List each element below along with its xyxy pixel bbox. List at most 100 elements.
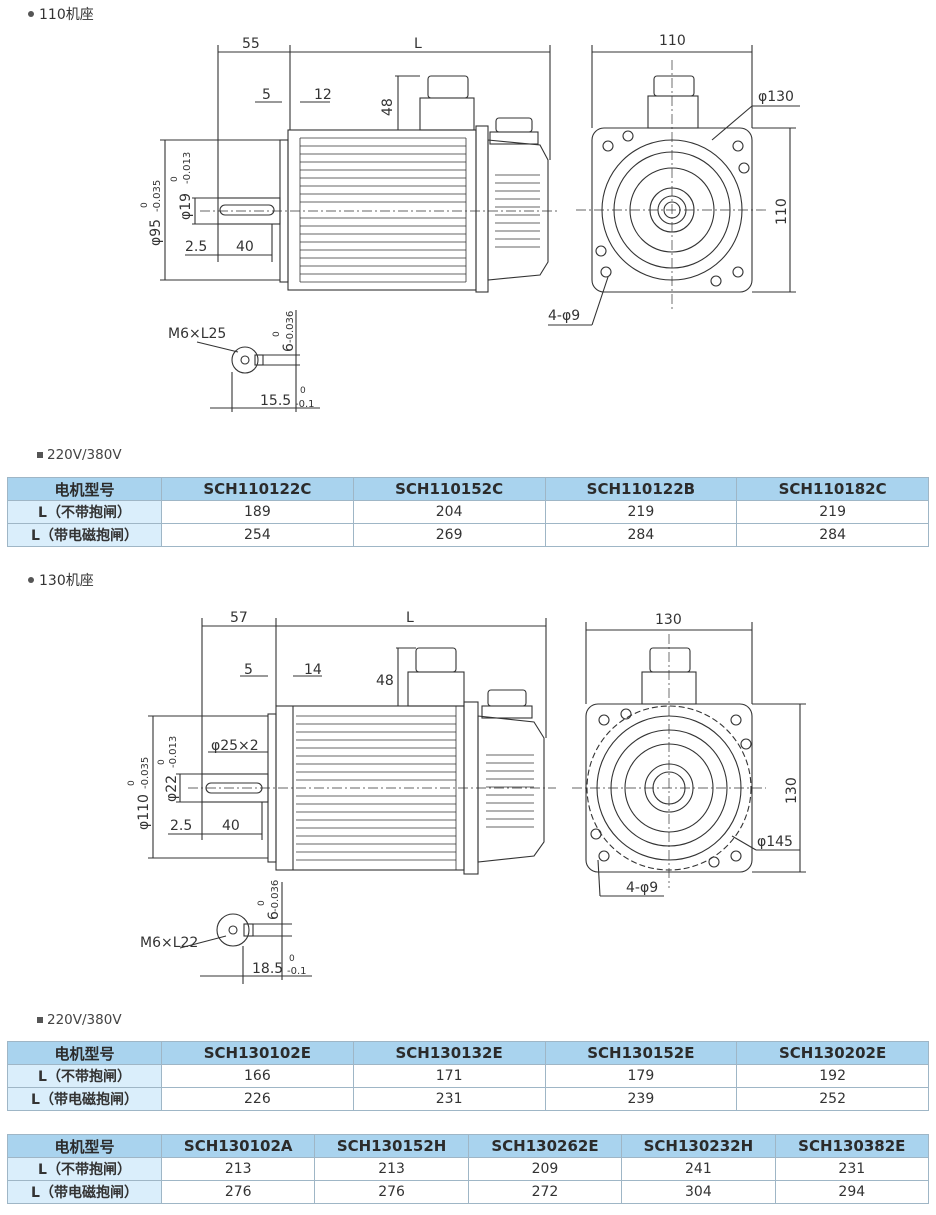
- section-title-text: 110机座: [39, 7, 94, 23]
- value-cell: 239: [544, 1087, 738, 1111]
- dim-L: L: [406, 610, 414, 626]
- model-cell: SCH130202E: [736, 1041, 929, 1065]
- dim-depth-tol-lo: -0.1: [295, 399, 315, 410]
- dim-55: 55: [242, 36, 260, 52]
- value-cell: 231: [352, 1087, 546, 1111]
- value-cell: 254: [161, 523, 354, 547]
- encoder-housing: [487, 139, 549, 281]
- value-cell: 213: [314, 1157, 469, 1181]
- dim-phi25x2: φ25×2: [211, 738, 259, 754]
- value-cell: 276: [160, 1180, 316, 1204]
- dim-14: 14: [304, 662, 322, 678]
- encoder-connector: [481, 705, 533, 719]
- dim-holes: 4-φ9: [548, 308, 580, 324]
- dim-phi95-tol-lo: -0.035: [152, 180, 163, 212]
- voltage-label-130: 220V/380V: [37, 1012, 122, 1028]
- model-cell: SCH110182C: [736, 477, 929, 501]
- value-cell: 294: [774, 1180, 930, 1204]
- dim-5: 5: [244, 662, 253, 678]
- row-label: L（不带抱闸）: [7, 1064, 162, 1088]
- value-cell: 231: [774, 1157, 930, 1181]
- value-cell: 304: [621, 1180, 776, 1204]
- voltage-text: 220V/380V: [47, 447, 122, 463]
- value-cell: 219: [736, 500, 929, 524]
- value-cell: 166: [161, 1064, 354, 1088]
- dim-phi19-tol-hi: 0: [170, 176, 180, 182]
- model-cell: SCH130102E: [161, 1041, 354, 1065]
- bullet-square-icon: [37, 452, 43, 458]
- dim-phi22: φ22: [164, 775, 180, 802]
- dim-40: 40: [222, 818, 240, 834]
- cooling-fins: [299, 137, 467, 283]
- model-cell: SCH130132E: [352, 1041, 546, 1065]
- power-connector: [407, 671, 465, 707]
- voltage-text: 220V/380V: [47, 1012, 122, 1028]
- mounting-holes-130: [590, 708, 752, 868]
- value-cell: 241: [621, 1157, 776, 1181]
- dim-130-right: 130: [784, 777, 800, 804]
- dim-key: 6: [266, 911, 282, 920]
- header-label: 电机型号: [7, 1134, 162, 1158]
- table-header-row: 电机型号 SCH130102A SCH130152H SCH130262E SC…: [7, 1134, 930, 1158]
- model-cell: SCH110122C: [161, 477, 354, 501]
- value-cell: 189: [161, 500, 354, 524]
- rear-cover: [475, 125, 489, 293]
- voltage-label-110: 220V/380V: [37, 447, 122, 463]
- row-label: L（不带抱闸）: [7, 500, 162, 524]
- dim-40: 40: [236, 239, 254, 255]
- header-label: 电机型号: [7, 1041, 162, 1065]
- table-row: L（不带抱闸） 213 213 209 241 231: [7, 1157, 930, 1181]
- dim-2-5: 2.5: [170, 818, 192, 834]
- dim-phi19-tol-lo: -0.013: [182, 152, 193, 184]
- header-label: 电机型号: [7, 477, 162, 501]
- dim-phi110: φ110: [136, 794, 152, 830]
- value-cell: 219: [544, 500, 738, 524]
- dim-key: 6: [281, 343, 297, 352]
- value-cell: 276: [314, 1180, 469, 1204]
- table-row: L（带电磁抱闸） 254 269 284 284: [7, 523, 929, 547]
- section-title-text: 130机座: [39, 573, 94, 589]
- table-header-row: 电机型号 SCH110122C SCH110152C SCH110122B SC…: [7, 477, 929, 501]
- spec-table-110: 电机型号 SCH110122C SCH110152C SCH110122B SC…: [7, 477, 929, 547]
- dim-key-tol-lo: -0.036: [270, 880, 281, 912]
- model-cell: SCH130382E: [774, 1134, 930, 1158]
- dim-48: 48: [380, 98, 396, 116]
- dim-48: 48: [376, 673, 394, 689]
- value-cell: 192: [736, 1064, 929, 1088]
- dim-key-tol-lo: -0.036: [285, 311, 296, 343]
- section-title-130: 130机座: [28, 570, 94, 590]
- table-header-row: 电机型号 SCH130102E SCH130132E SCH130152E SC…: [7, 1041, 929, 1065]
- dim-holes: 4-φ9: [626, 880, 658, 896]
- dim-key-tol-hi: 0: [272, 331, 282, 337]
- dim-phi145: φ145: [757, 834, 793, 850]
- bullet-square-icon: [37, 1017, 43, 1023]
- dim-2-5: 2.5: [185, 239, 207, 255]
- dim-5: 5: [262, 87, 271, 103]
- section-title-110: 110机座: [28, 4, 94, 24]
- value-cell: 179: [544, 1064, 738, 1088]
- dim-depth-tol-lo: -0.1: [287, 966, 307, 977]
- dim-phi22-tol-hi: 0: [157, 759, 167, 765]
- table-row: L（带电磁抱闸） 276 276 272 304 294: [7, 1180, 930, 1204]
- dim-phi19: φ19: [178, 193, 194, 220]
- dim-L: L: [414, 36, 422, 52]
- bullet-dot-icon: [28, 11, 34, 17]
- value-cell: 209: [467, 1157, 623, 1181]
- dim-12: 12: [314, 87, 332, 103]
- drawing-130: 57 L 5 14 48 φ110 0 -0.035 φ22 0 -0.013 …: [127, 610, 806, 984]
- spec-table-130-b: 电机型号 SCH130102A SCH130152H SCH130262E SC…: [7, 1134, 930, 1204]
- dim-phi110-tol-lo: -0.035: [140, 757, 151, 789]
- keyway: [219, 204, 275, 216]
- mounting-holes-110: [595, 130, 750, 287]
- table-row: L（带电磁抱闸） 226 231 239 252: [7, 1087, 929, 1111]
- table-row: L（不带抱闸） 189 204 219 219: [7, 500, 929, 524]
- row-label: L（不带抱闸）: [7, 1157, 162, 1181]
- dim-depth-tol-hi: 0: [289, 954, 295, 964]
- value-cell: 252: [736, 1087, 929, 1111]
- spec-table-130-a: 电机型号 SCH130102E SCH130132E SCH130152E SC…: [7, 1041, 929, 1111]
- dim-depth: 18.5: [252, 961, 283, 977]
- model-cell: SCH110122B: [544, 477, 738, 501]
- dim-phi95-tol-hi: 0: [140, 202, 150, 208]
- row-label: L（带电磁抱闸）: [7, 1087, 162, 1111]
- table-row: L（不带抱闸） 166 171 179 192: [7, 1064, 929, 1088]
